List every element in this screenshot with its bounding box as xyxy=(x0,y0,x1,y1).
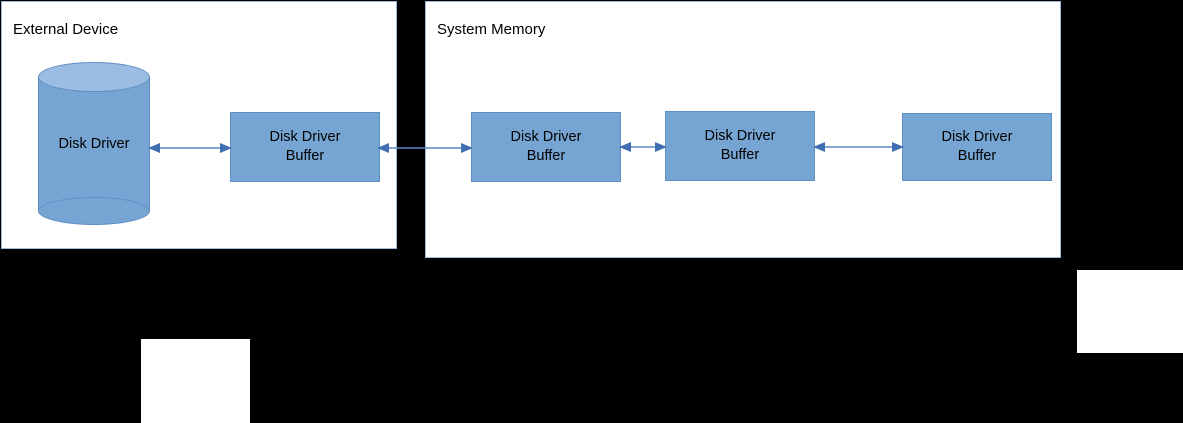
background-block-left xyxy=(141,339,250,423)
connector-buffer1-to-buffer2[interactable] xyxy=(377,138,473,158)
background-block-right xyxy=(1077,270,1183,353)
disk-driver-buffer-1-line2: Buffer xyxy=(285,148,325,164)
disk-driver-buffer-2[interactable]: Disk Driver Buffer xyxy=(471,112,621,182)
container-system-memory-title: System Memory xyxy=(437,21,546,38)
connector-buffer3-to-buffer4[interactable] xyxy=(813,137,904,157)
container-external-device-title: External Device xyxy=(13,21,119,38)
disk-driver-buffer-2-line2: Buffer xyxy=(526,148,566,164)
disk-driver-buffer-3-line2: Buffer xyxy=(720,147,760,163)
cylinder-bottom-ellipse xyxy=(38,197,150,225)
disk-driver-buffer-3-line1: Disk Driver xyxy=(704,128,776,145)
disk-driver-buffer-4-line2: Buffer xyxy=(957,148,997,164)
cylinder-body xyxy=(38,76,150,211)
connector-buffer2-to-buffer3[interactable] xyxy=(619,137,667,157)
connector-disk-to-buffer1[interactable] xyxy=(148,138,232,158)
disk-driver-buffer-1-line1: Disk Driver xyxy=(269,129,341,146)
disk-driver-buffer-1[interactable]: Disk Driver Buffer xyxy=(230,112,380,182)
disk-driver-cylinder[interactable]: Disk Driver xyxy=(38,62,150,225)
disk-driver-cylinder-label: Disk Driver xyxy=(58,135,130,152)
disk-driver-buffer-4[interactable]: Disk Driver Buffer xyxy=(902,113,1052,181)
disk-driver-buffer-2-line1: Disk Driver xyxy=(510,129,582,146)
cylinder-top-ellipse xyxy=(38,62,150,92)
disk-driver-buffer-3[interactable]: Disk Driver Buffer xyxy=(665,111,815,181)
disk-driver-buffer-4-line1: Disk Driver xyxy=(941,129,1013,146)
